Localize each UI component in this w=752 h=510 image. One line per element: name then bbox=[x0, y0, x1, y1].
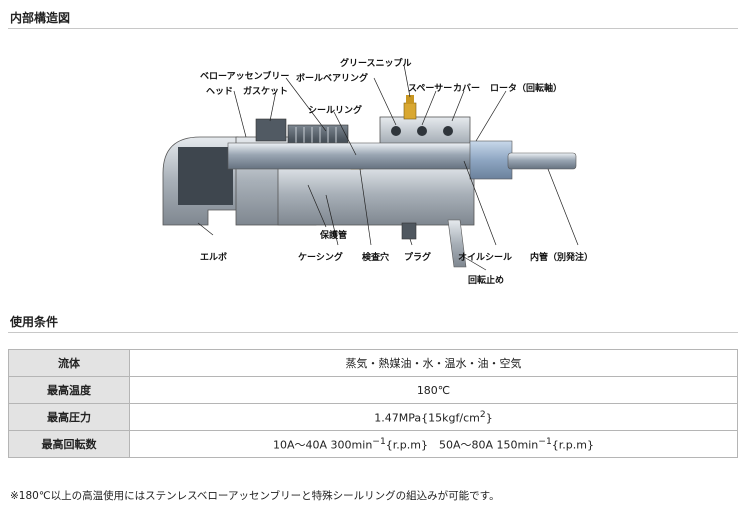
label-grease-nipple: グリースニップル bbox=[340, 59, 412, 69]
table-row: 最高温度 180℃ bbox=[8, 376, 738, 404]
label-seal-ring: シールリング bbox=[308, 106, 363, 116]
label-oil-seal: オイルシール bbox=[458, 253, 513, 263]
label-ball-bearing: ボールベアリング bbox=[296, 74, 369, 84]
rpm-part3: {r.p.m} bbox=[551, 438, 594, 452]
section-divider bbox=[8, 332, 738, 333]
pressure-close: } bbox=[485, 411, 493, 425]
spec-label-max-pressure: 最高圧力 bbox=[8, 403, 130, 431]
label-bellows-assembly: ベローアッセンブリー bbox=[200, 72, 290, 82]
table-row: 流体 蒸気・熱媒油・水・温水・油・空気 bbox=[8, 349, 738, 377]
label-rotor: ロータ（回転軸） bbox=[490, 84, 563, 94]
rotor-thread bbox=[469, 140, 513, 180]
label-rotation-stop: 回転止め bbox=[468, 276, 505, 286]
spec-label-max-temp: 最高温度 bbox=[8, 376, 130, 404]
inner-tube-part bbox=[507, 152, 577, 170]
spec-value-fluid: 蒸気・熱媒油・水・温水・油・空気 bbox=[129, 349, 738, 377]
leader-lines bbox=[197, 64, 579, 271]
spec-table: 流体 蒸気・熱媒油・水・温水・油・空気 最高温度 180℃ 最高圧力 1.47M… bbox=[8, 349, 738, 458]
rpm-part1: 10A～40A 300min bbox=[273, 438, 373, 452]
table-row: 最高回転数 10A～40A 300min−1{r.p.m} 50A～80A 15… bbox=[8, 430, 738, 458]
label-gasket: ガスケット bbox=[243, 87, 289, 97]
pressure-exponent: 2 bbox=[479, 409, 486, 421]
spec-value-max-temp: 180℃ bbox=[129, 376, 738, 404]
rotary-joint-illustration bbox=[162, 64, 579, 271]
label-casing: ケーシング bbox=[298, 253, 343, 263]
label-plug: プラグ bbox=[404, 253, 432, 263]
label-protection-tube: 保護管 bbox=[320, 231, 348, 241]
rotation-stop-part bbox=[447, 219, 467, 268]
spec-label-max-rpm: 最高回転数 bbox=[8, 430, 130, 458]
plug-part bbox=[401, 222, 417, 240]
gasket-part bbox=[255, 118, 287, 142]
grease-nipple-part bbox=[403, 95, 417, 120]
spec-value-max-rpm: 10A～40A 300min−1{r.p.m} 50A～80A 150min−1… bbox=[129, 430, 738, 458]
footnote: ※180℃以上の高温使用にはステンレスベローアッセンブリーと特殊シールリングの組… bbox=[10, 490, 500, 502]
rpm-part2: {r.p.m} 50A～80A 150min bbox=[385, 438, 539, 452]
ball-bearing-balls bbox=[391, 126, 453, 136]
internal-structure-diagram: ベローアッセンブリー グリースニップル ボールベアリング ヘッド ガスケット ス… bbox=[8, 45, 739, 295]
rpm-exponent-1: −1 bbox=[372, 435, 386, 447]
spec-value-max-pressure: 1.47MPa{15kgf/cm2} bbox=[129, 403, 738, 431]
label-cover: カバー bbox=[453, 84, 481, 94]
spec-label-fluid: 流体 bbox=[8, 349, 130, 377]
label-inner-tube: 内管（別発注） bbox=[530, 253, 594, 263]
casing-body bbox=[277, 162, 475, 226]
label-spacer: スペーサー bbox=[408, 84, 453, 94]
section-title-conditions: 使用条件 bbox=[10, 315, 59, 329]
section-title-structure: 内部構造図 bbox=[10, 11, 71, 25]
rotor-shaft bbox=[227, 142, 511, 170]
section-divider bbox=[8, 28, 738, 29]
elbow-part bbox=[162, 136, 239, 226]
table-row: 最高圧力 1.47MPa{15kgf/cm2} bbox=[8, 403, 738, 431]
label-elbow: エルボ bbox=[200, 253, 228, 263]
label-head: ヘッド bbox=[206, 87, 234, 97]
rpm-exponent-2: −1 bbox=[538, 435, 552, 447]
pressure-main: 1.47MPa{15kgf/cm bbox=[374, 411, 480, 425]
label-inspection-hole: 検査穴 bbox=[362, 253, 390, 263]
